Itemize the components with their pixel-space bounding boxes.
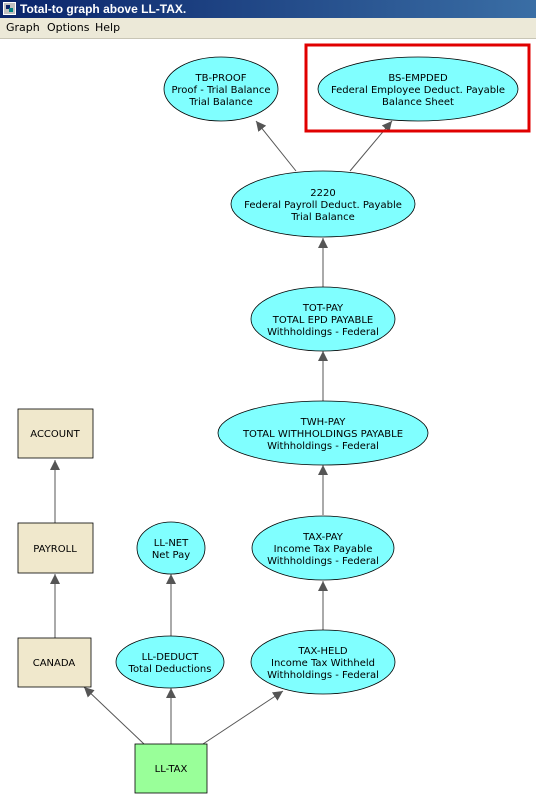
menu-bar: Graph Options Help — [0, 18, 536, 39]
node-tax-pay-line-2: Income Tax Payable — [274, 544, 373, 555]
node-tax-held[interactable]: TAX-HELD Income Tax Withheld Withholding… — [250, 629, 396, 695]
node-tax-held-line-3: Withholdings - Federal — [267, 670, 379, 681]
node-tax-held-line-1: TAX-HELD — [297, 646, 348, 657]
node-ll-net-line-1: LL-NET — [154, 538, 189, 549]
menu-help[interactable]: Help — [95, 21, 121, 34]
node-bs-empded[interactable]: BS-EMPDED Federal Employee Deduct. Payab… — [317, 56, 519, 122]
node-bs-empded-line-2: Federal Employee Deduct. Payable — [331, 85, 505, 96]
node-tot-pay-line-1: TOT-PAY — [302, 303, 344, 314]
node-tb-proof-line-2: Proof - Trial Balance — [172, 85, 271, 96]
node-tot-pay-line-3: Withholdings - Federal — [267, 327, 379, 338]
node-account[interactable]: ACCOUNT — [17, 408, 94, 459]
graph-svg: TB-PROOF Proof - Trial Balance Trial Bal… — [17, 43, 531, 794]
menu-options[interactable]: Options — [47, 21, 90, 34]
node-twh-pay[interactable]: TWH-PAY TOTAL WITHHOLDINGS PAYABLE Withh… — [217, 400, 429, 466]
graph-canvas: TB-PROOF Proof - Trial Balance Trial Bal… — [0, 39, 536, 801]
node-ll-net-line-2: Net Pay — [152, 550, 190, 561]
node-tax-pay-line-3: Withholdings - Federal — [267, 556, 379, 567]
node-ll-net[interactable]: LL-NET Net Pay — [136, 521, 206, 575]
node-2220-line-1: 2220 — [310, 188, 335, 199]
node-canada-label: CANADA — [33, 658, 76, 669]
node-tot-pay-line-2: TOTAL EPD PAYABLE — [272, 315, 374, 326]
app-icon — [3, 2, 16, 15]
node-2220-line-2: Federal Payroll Deduct. Payable — [244, 200, 402, 211]
edges — [50, 120, 393, 745]
node-2220[interactable]: 2220 Federal Payroll Deduct. Payable Tri… — [230, 170, 416, 238]
node-twh-pay-line-1: TWH-PAY — [300, 417, 347, 428]
edge-2220-to-bs-empded — [349, 120, 393, 172]
edge-ll-tax-to-canada — [83, 686, 145, 745]
node-tax-held-line-2: Income Tax Withheld — [271, 658, 375, 669]
node-tax-pay-line-1: TAX-PAY — [302, 532, 344, 543]
node-tot-pay[interactable]: TOT-PAY TOTAL EPD PAYABLE Withholdings -… — [250, 286, 396, 352]
node-ll-tax[interactable]: LL-TAX — [134, 743, 208, 794]
node-tb-proof-line-1: TB-PROOF — [194, 73, 246, 84]
node-twh-pay-line-2: TOTAL WITHHOLDINGS PAYABLE — [242, 429, 403, 440]
menu-graph[interactable]: Graph — [6, 21, 40, 34]
node-tb-proof[interactable]: TB-PROOF Proof - Trial Balance Trial Bal… — [163, 56, 279, 122]
node-account-label: ACCOUNT — [30, 429, 80, 440]
node-ll-deduct-line-2: Total Deductions — [128, 664, 212, 675]
node-payroll-label: PAYROLL — [33, 544, 77, 555]
node-bs-empded-line-3: Balance Sheet — [382, 97, 454, 108]
selection-highlight — [304, 43, 531, 133]
node-ll-deduct[interactable]: LL-DEDUCT Total Deductions — [115, 635, 225, 689]
node-canada[interactable]: CANADA — [17, 637, 92, 688]
node-ll-tax-label: LL-TAX — [155, 764, 188, 775]
title-bar: Total-to graph above LL-TAX. — [0, 0, 536, 18]
node-2220-line-3: Trial Balance — [290, 212, 355, 223]
edge-ll-tax-to-tax-held — [202, 690, 284, 745]
node-bs-empded-line-1: BS-EMPDED — [388, 73, 448, 84]
edge-2220-to-tb-proof — [255, 120, 297, 172]
node-ll-deduct-line-1: LL-DEDUCT — [142, 652, 200, 663]
node-tax-pay[interactable]: TAX-PAY Income Tax Payable Withholdings … — [251, 515, 395, 581]
node-tb-proof-line-3: Trial Balance — [188, 97, 253, 108]
node-payroll[interactable]: PAYROLL — [17, 522, 94, 574]
node-twh-pay-line-3: Withholdings - Federal — [267, 441, 379, 452]
window-title: Total-to graph above LL-TAX. — [20, 2, 187, 16]
